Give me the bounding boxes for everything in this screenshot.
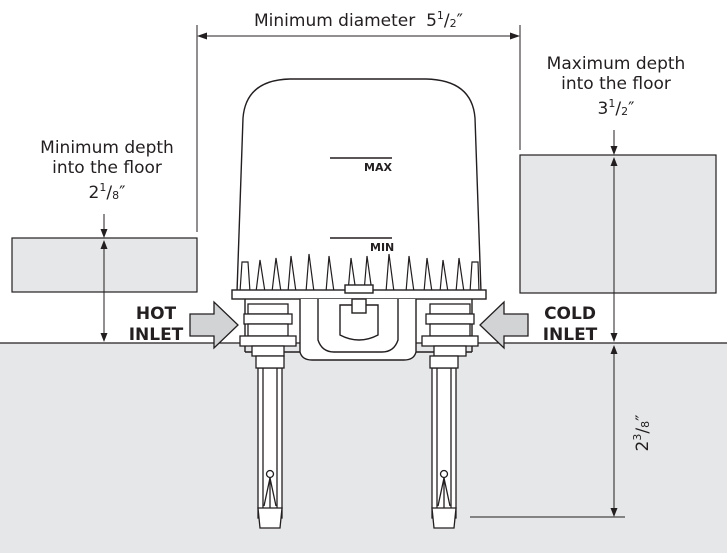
anchor-depth-dimension: [470, 345, 625, 518]
right-anchor-bolt: [431, 367, 457, 529]
hot-inlet-arrow: [189, 300, 239, 350]
min-depth-dimension: [100, 214, 108, 342]
right-inlet-fitting: [421, 303, 479, 369]
max-depth-label: Maximum depth into the floor 31/2″: [546, 54, 686, 119]
anchor-depth-label: 23/8″: [631, 414, 653, 452]
hot-inlet-label: HOT INLET: [128, 304, 184, 345]
cover-fins: [239, 253, 480, 293]
max-mark-label: MAX: [364, 161, 392, 174]
floor-slab: [0, 343, 727, 553]
drain-cover: [236, 78, 482, 293]
cold-inlet-arrow: [479, 300, 529, 350]
min-diameter-label: Minimum diameter 51/2″: [254, 9, 463, 31]
min-mark-label: MIN: [370, 241, 395, 254]
min-diameter-dimension: [196, 25, 521, 232]
left-inlet-fitting: [239, 303, 297, 369]
left-anchor-bolt: [257, 367, 283, 529]
right-raised-slab: [519, 154, 717, 294]
max-depth-dimension: [610, 130, 618, 342]
cold-inlet-label: COLD INLET: [542, 304, 598, 345]
base-flange: [231, 284, 487, 361]
min-depth-label: Minimum depth into the floor 21/8″: [40, 138, 174, 203]
